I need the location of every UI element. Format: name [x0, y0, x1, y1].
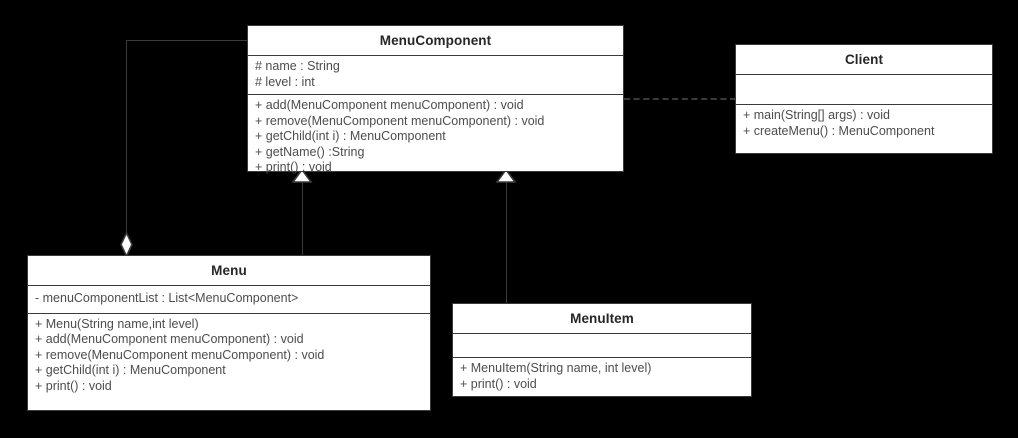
class-title-menuitem: MenuItem	[453, 304, 751, 334]
aggregation-vertical-segment	[125, 39, 127, 245]
method-row: + main(String[] args) : void	[743, 108, 890, 122]
method-row: + print() : void	[460, 376, 537, 391]
class-attributes-client	[736, 75, 992, 105]
generalization-menu-vertical-segment	[301, 180, 303, 256]
class-box-menuitem[interactable]: MenuItem + MenuItem(String name, int lev…	[452, 303, 752, 397]
method-row: + print() : void	[255, 160, 332, 174]
generalization-menu-hollow-triangle-icon	[291, 168, 313, 183]
attribute-row: - menuComponentList : List<MenuComponent…	[35, 291, 299, 305]
aggregation-horizontal-segment	[126, 39, 248, 41]
attribute-row: # level : int	[255, 74, 315, 89]
class-box-menucomponent[interactable]: MenuComponent # name : String # level : …	[247, 25, 624, 174]
class-methods-menucomponent: + add(MenuComponent menuComponent) : voi…	[248, 95, 623, 180]
class-box-menu[interactable]: Menu - menuComponentList : List<MenuComp…	[27, 255, 431, 411]
method-row: + remove(MenuComponent menuComponent) : …	[255, 113, 545, 128]
class-title-menu: Menu	[28, 256, 430, 286]
method-row: + Menu(String name,int level)	[35, 316, 199, 331]
method-row: + remove(MenuComponent menuComponent) : …	[35, 347, 325, 362]
method-row: + print() : void	[35, 378, 112, 393]
class-methods-client: + main(String[] args) : void + createMen…	[736, 105, 992, 143]
method-row: + MenuItem(String name, int level)	[460, 361, 652, 375]
method-row: + add(MenuComponent menuComponent) : voi…	[255, 98, 524, 112]
class-methods-menuitem: + MenuItem(String name, int level) + pri…	[453, 358, 751, 396]
generalization-menuitem-vertical-segment	[505, 180, 507, 304]
method-row: + getChild(int i) : MenuComponent	[255, 129, 446, 143]
method-row: + createMenu() : MenuComponent	[743, 123, 935, 138]
class-attributes-menuitem	[453, 334, 751, 358]
class-title-client: Client	[736, 45, 992, 75]
generalization-menuitem-hollow-triangle-icon	[495, 168, 517, 183]
method-row: + add(MenuComponent menuComponent) : voi…	[35, 332, 304, 346]
class-title-menucomponent: MenuComponent	[248, 26, 623, 56]
class-methods-menu: + Menu(String name,int level) + add(Menu…	[28, 314, 430, 399]
method-row: + getChild(int i) : MenuComponent	[35, 363, 226, 377]
method-row: + getName() :String	[255, 144, 365, 159]
class-attributes-menu: - menuComponentList : List<MenuComponent…	[28, 286, 430, 314]
dependency-dashed-segment	[624, 98, 736, 100]
class-box-client[interactable]: Client + main(String[] args) : void + cr…	[735, 44, 993, 154]
class-attributes-menucomponent: # name : String # level : int	[248, 56, 623, 95]
attribute-row: # name : String	[255, 59, 340, 73]
